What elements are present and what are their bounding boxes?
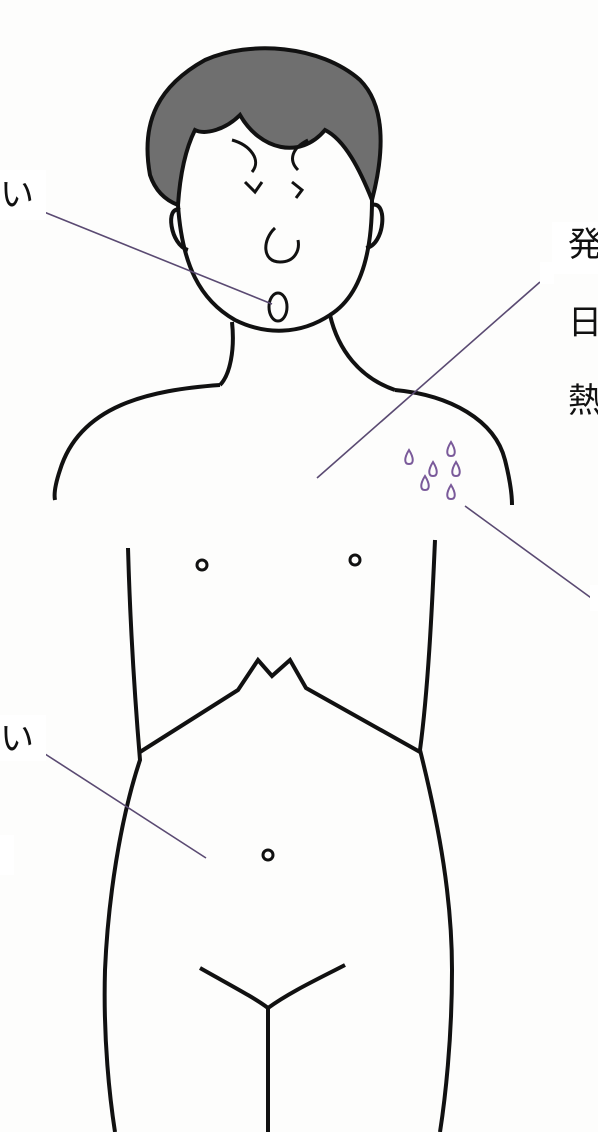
fever-label-line3: 熱 xyxy=(568,384,598,418)
fever-label-line2: 日 xyxy=(568,306,598,340)
hair xyxy=(147,48,380,205)
torso-left xyxy=(105,548,140,1132)
nose xyxy=(266,228,299,262)
label-patch xyxy=(540,262,554,284)
mouth-symptom-label: い xyxy=(0,178,34,212)
neck-left xyxy=(220,322,233,385)
left-shoulder xyxy=(55,385,220,500)
blister xyxy=(429,462,437,476)
leader-line-chest xyxy=(317,282,540,478)
groin-left xyxy=(200,968,268,1008)
groin-right xyxy=(268,965,345,1008)
rib-line xyxy=(140,660,420,752)
label-patch xyxy=(590,585,598,611)
right-nipple xyxy=(350,555,360,565)
leader-line-blisters xyxy=(465,506,594,600)
mouth xyxy=(269,293,287,321)
leader-line-mouth xyxy=(44,212,272,304)
blister xyxy=(405,450,413,464)
left-nipple xyxy=(197,560,207,570)
leader-line-belly xyxy=(42,752,206,858)
right-eye xyxy=(292,182,302,198)
torso-right xyxy=(420,540,452,1132)
neck-right xyxy=(330,315,395,390)
left-eyebrow xyxy=(232,140,256,172)
belly-symptom-label: い xyxy=(0,722,34,756)
blister xyxy=(421,476,429,490)
navel xyxy=(263,850,273,860)
blister xyxy=(447,442,455,456)
face-outline xyxy=(178,200,372,331)
label-patch xyxy=(0,835,14,875)
fever-label-line1: 発 xyxy=(568,228,598,262)
blisters xyxy=(405,442,460,499)
blister xyxy=(452,462,460,476)
left-eye xyxy=(245,182,262,192)
blister xyxy=(447,485,455,499)
